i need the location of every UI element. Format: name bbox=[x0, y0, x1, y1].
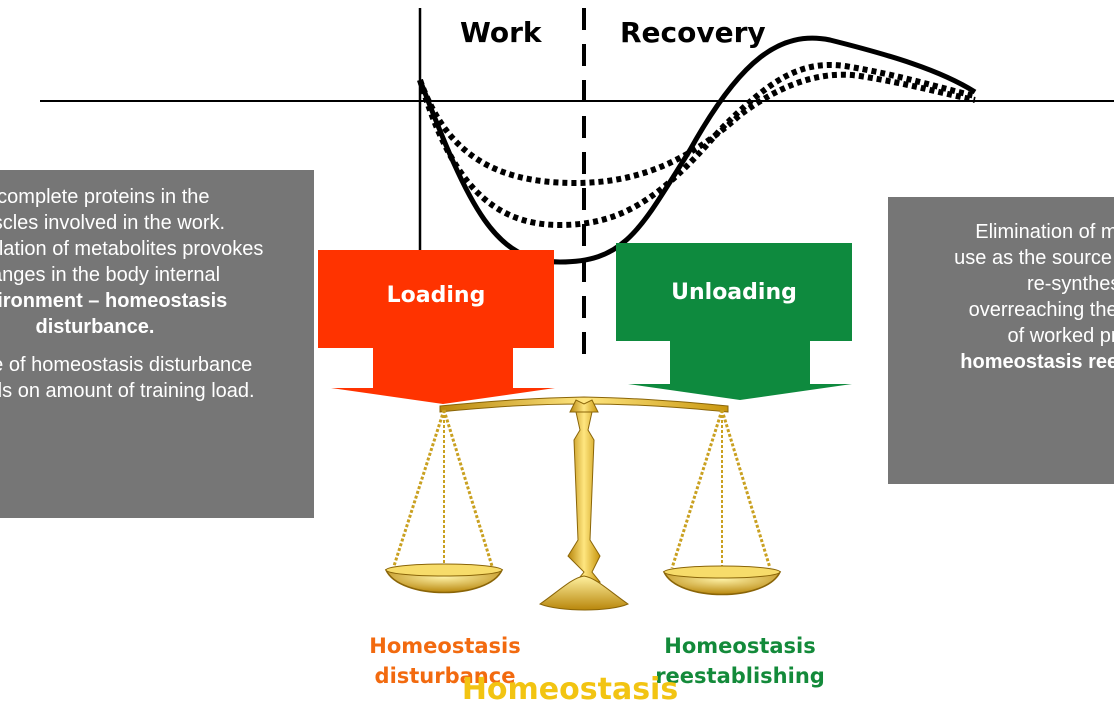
right-box-line: Elimination of metabolites, bbox=[975, 221, 1114, 243]
homeostasis-disturbance-caption: Homeostasis disturbance bbox=[330, 631, 560, 691]
loading-explanation-box: Incomplete proteins in the muscles invol… bbox=[0, 170, 314, 518]
unloading-arrow bbox=[616, 243, 852, 400]
left-box-line: Accumulation of metabolites provokes bbox=[0, 238, 264, 260]
left-box-line: disturbance. bbox=[35, 316, 155, 338]
left-box-line: changes in the body internal bbox=[0, 264, 221, 286]
dotted-curve-deep bbox=[417, 62, 976, 229]
loading-label: Loading bbox=[386, 283, 486, 308]
recovery-phase-label: Recovery bbox=[620, 16, 766, 49]
dotted-curve-shallow bbox=[417, 71, 976, 187]
right-box-line: use as the source of energy for bbox=[954, 247, 1114, 269]
right-box-line: homeostasis reestablishing bbox=[960, 351, 1114, 373]
unloading-label: Unloading bbox=[671, 280, 797, 305]
right-box-line: of worked proteins. bbox=[1007, 325, 1114, 347]
solid-curve bbox=[417, 35, 977, 265]
homeostasis-title: Homeostasis bbox=[461, 672, 679, 707]
right-chain-b bbox=[720, 409, 772, 569]
caption-line: Homeostasis bbox=[369, 634, 521, 658]
homeostasis-reestablishing-caption: Homeostasis reestablishing bbox=[630, 631, 850, 691]
left-chain-b bbox=[442, 409, 494, 567]
caption-line: Homeostasis bbox=[664, 634, 816, 658]
left-box-line: muscles involved in the work. bbox=[0, 212, 226, 234]
scale-beam bbox=[439, 396, 729, 413]
right-box-line: re-synthesis of bbox=[1026, 273, 1114, 295]
right-box-line: overreaching the initial level bbox=[968, 299, 1114, 321]
scale-base bbox=[538, 575, 630, 611]
left-chain-a bbox=[392, 409, 446, 567]
scale-finial bbox=[569, 399, 599, 413]
right-chain-a bbox=[670, 409, 724, 569]
left-box-line: environment – homeostasis bbox=[0, 290, 228, 312]
caption-line: reestablishing bbox=[655, 664, 825, 688]
scale-column bbox=[567, 411, 602, 583]
loading-arrow bbox=[318, 250, 555, 404]
left-box-line: Incomplete proteins in the bbox=[0, 186, 210, 208]
left-box-line: Degree of homeostasis disturbance bbox=[0, 354, 253, 376]
left-box-line: depends on amount of training load. bbox=[0, 380, 255, 402]
work-phase-label: Work bbox=[460, 16, 542, 49]
recovery-explanation-box: Elimination of metabolites, use as the s… bbox=[888, 197, 1114, 484]
caption-line: disturbance bbox=[374, 664, 516, 688]
